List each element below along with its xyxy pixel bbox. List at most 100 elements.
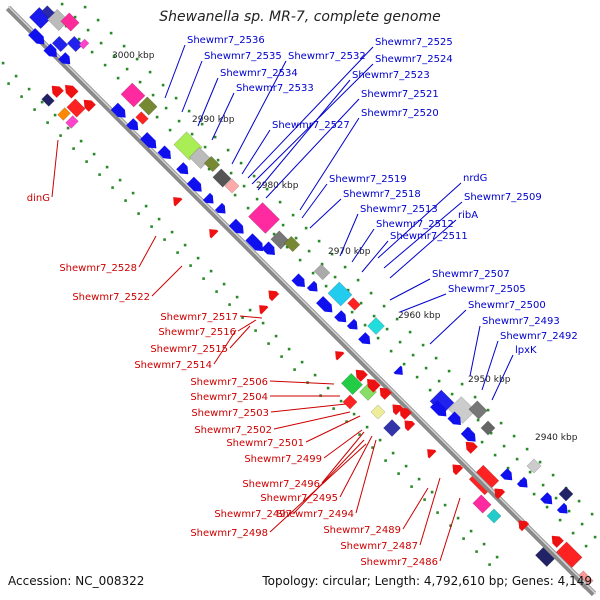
- reverse-gene-label[interactable]: Shewmr7_2489: [323, 525, 401, 536]
- reverse-gene-label[interactable]: Shewmr7_2496: [242, 479, 320, 490]
- reverse-gene-label[interactable]: Shewmr7_2495: [260, 493, 338, 504]
- forward-gene-leader: [399, 293, 447, 313]
- forward-gene-label[interactable]: Shewmr7_2527: [272, 120, 350, 131]
- forward-gene-label[interactable]: Shewmr7_2513: [360, 204, 438, 215]
- forward-gene-label[interactable]: Shewmr7_2519: [329, 174, 407, 185]
- reverse-gene-label[interactable]: Shewmr7_2499: [244, 454, 322, 465]
- feature-block: [66, 35, 84, 53]
- reverse-gene-label[interactable]: Shewmr7_2501: [226, 438, 304, 449]
- forward-gene-label[interactable]: Shewmr7_2492: [500, 331, 578, 342]
- tick-dot: [443, 503, 447, 507]
- forward-gene-label[interactable]: Shewmr7_2532: [288, 51, 366, 62]
- reverse-gene-arrow: [379, 387, 392, 400]
- reverse-gene-arrow: [392, 404, 404, 416]
- reverse-gene-label[interactable]: Shewmr7_2522: [72, 292, 150, 303]
- tick-dot: [421, 343, 425, 347]
- tick-dot: [285, 245, 289, 249]
- forward-gene-label[interactable]: Shewmr7_2520: [361, 108, 439, 119]
- feature-block: [120, 82, 146, 108]
- tick-dot: [267, 342, 270, 345]
- reverse-gene-label[interactable]: Shewmr7_2494: [276, 509, 354, 520]
- reverse-gene-label[interactable]: Shewmr7_2504: [190, 392, 268, 403]
- kbp-tick-label: 2970 kbp: [328, 247, 371, 257]
- forward-gene-label[interactable]: ribA: [458, 210, 478, 221]
- tick-dot: [554, 496, 558, 500]
- forward-gene-arrow: [516, 476, 528, 488]
- reverse-gene-label[interactable]: Shewmr7_2506: [190, 377, 268, 388]
- tick-dot: [462, 537, 465, 540]
- forward-gene-arrow: [334, 310, 347, 323]
- feature-block: [270, 230, 290, 250]
- forward-gene-arrow: [540, 492, 553, 505]
- tick-dot: [85, 160, 88, 163]
- reverse-gene-leader: [269, 380, 335, 385]
- reverse-gene-arrow: [65, 85, 79, 99]
- forward-gene-label[interactable]: Shewmr7_2525: [375, 37, 453, 48]
- tick-dot: [86, 28, 90, 32]
- reverse-gene-label[interactable]: Shewmr7_2514: [134, 360, 212, 371]
- reverse-gene-arrow: [465, 441, 478, 454]
- forward-gene-label[interactable]: Shewmr7_2493: [482, 316, 560, 327]
- reverse-gene-leader: [419, 477, 441, 546]
- reverse-gene-label[interactable]: Shewmr7_2515: [150, 344, 228, 355]
- tick-dot: [300, 360, 304, 364]
- tick-dot: [280, 355, 283, 358]
- tick-dot: [99, 41, 103, 45]
- forward-gene-label[interactable]: Shewmr7_2511: [390, 231, 468, 242]
- tick-dot: [476, 418, 480, 422]
- forward-gene-label[interactable]: Shewmr7_2500: [468, 300, 546, 311]
- forward-gene-label[interactable]: Shewmr7_2505: [448, 284, 526, 295]
- feature-block: [383, 419, 401, 437]
- forward-gene-arrow: [202, 192, 214, 204]
- forward-gene-label[interactable]: Shewmr7_2536: [187, 35, 265, 46]
- tick-dot: [495, 555, 499, 559]
- reverse-gene-label[interactable]: Shewmr7_2502: [194, 425, 272, 436]
- reverse-gene-label[interactable]: Shewmr7_2498: [190, 528, 268, 539]
- forward-gene-label[interactable]: Shewmr7_2521: [361, 89, 439, 100]
- tick-dot: [499, 421, 503, 425]
- tick-dot: [20, 95, 23, 98]
- forward-gene-label[interactable]: Shewmr7_2518: [343, 189, 421, 200]
- tick-dot: [1, 61, 5, 65]
- feature-block: [41, 5, 55, 19]
- forward-gene-label[interactable]: lpxK: [515, 345, 537, 356]
- tick-dot: [150, 225, 153, 228]
- reverse-gene-label[interactable]: Shewmr7_2497: [214, 509, 292, 520]
- reverse-gene-label[interactable]: Shewmr7_2516: [158, 327, 236, 338]
- tick-dot: [14, 74, 18, 78]
- reverse-gene-label[interactable]: Shewmr7_2486: [360, 557, 438, 568]
- reverse-gene-label[interactable]: Shewmr7_2503: [191, 408, 269, 419]
- forward-gene-leader: [299, 117, 360, 211]
- feature-block: [558, 486, 574, 502]
- reverse-gene-label[interactable]: Shewmr7_2517: [160, 312, 238, 323]
- forward-gene-label[interactable]: Shewmr7_2534: [220, 68, 298, 79]
- reverse-gene-label[interactable]: Shewmr7_2487: [340, 541, 418, 552]
- tick-dot: [40, 100, 44, 104]
- tick-dot: [124, 199, 127, 202]
- tick-dot: [376, 336, 380, 340]
- forward-gene-label[interactable]: Shewmr7_2535: [204, 51, 282, 62]
- tick-dot: [385, 327, 389, 331]
- tick-dot: [83, 5, 87, 9]
- forward-gene-arrow: [228, 218, 244, 234]
- tick-dot: [138, 80, 142, 84]
- forward-gene-label[interactable]: Shewmr7_2507: [432, 269, 510, 280]
- tick-dot: [92, 152, 96, 156]
- forward-gene-arrow: [245, 233, 264, 252]
- forward-gene-label[interactable]: Shewmr7_2533: [236, 83, 314, 94]
- forward-gene-leader: [231, 60, 287, 165]
- tick-dot: [73, 15, 77, 19]
- tick-dot: [391, 451, 395, 455]
- tick-dot: [291, 213, 295, 217]
- forward-gene-label[interactable]: Shewmr7_2524: [375, 54, 453, 65]
- reverse-gene-label[interactable]: dinG: [27, 193, 50, 204]
- tick-dot: [241, 316, 244, 319]
- tick-dot: [261, 321, 265, 325]
- reverse-gene-label[interactable]: Shewmr7_2528: [59, 263, 137, 274]
- forward-gene-arrow: [126, 118, 139, 131]
- forward-gene-label[interactable]: Shewmr7_2509: [464, 192, 542, 203]
- forward-gene-label[interactable]: Shewmr7_2523: [352, 70, 430, 81]
- tick-dot: [372, 314, 376, 318]
- tick-dot: [196, 256, 200, 260]
- forward-gene-label[interactable]: nrdG: [463, 173, 487, 184]
